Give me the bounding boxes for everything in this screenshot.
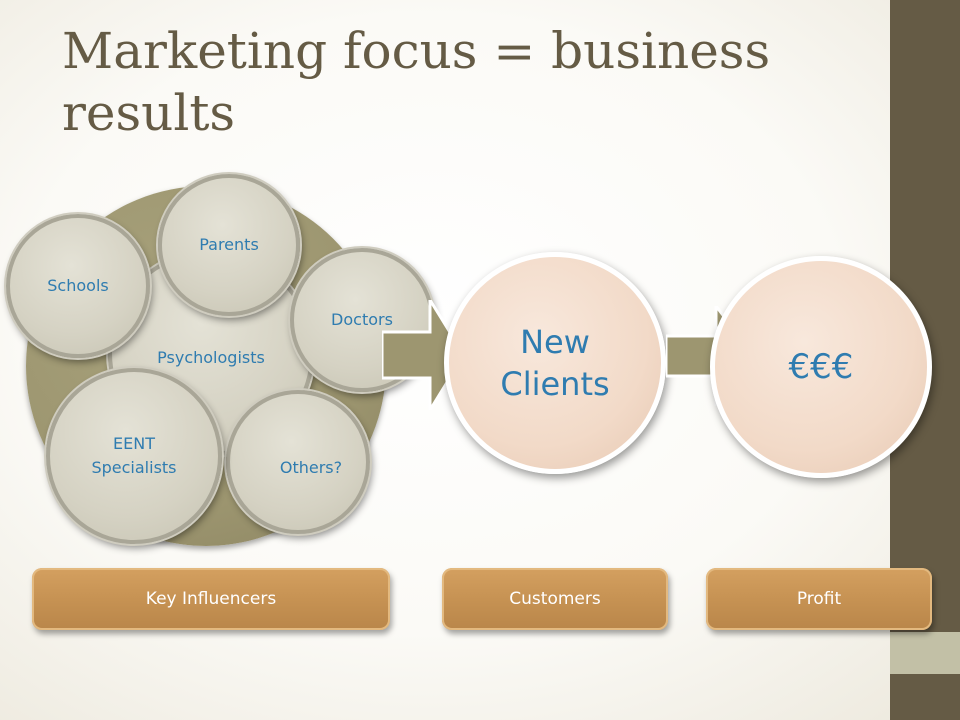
key-influencers-label: Key Influencers <box>32 568 390 630</box>
new-clients-circle: New Clients <box>444 252 666 474</box>
parents-circle: Parents <box>158 174 300 316</box>
profit-circle: €€€ <box>710 256 932 478</box>
customers-text: Customers <box>509 589 601 609</box>
profit-label: Profit <box>706 568 932 630</box>
slide-title: Marketing focus = business results <box>62 22 771 142</box>
profit-text: Profit <box>796 589 842 609</box>
schools-label: Schools <box>47 276 109 295</box>
schools-circle: Schools <box>6 214 150 358</box>
others-label: Others? <box>279 458 343 477</box>
profit-symbol: €€€ <box>788 347 854 387</box>
key-influencers-text: Key Influencers <box>145 589 277 609</box>
parents-label: Parents <box>199 235 259 254</box>
new-clients-label: New Clients <box>500 323 610 403</box>
others-circle: Others? <box>226 390 370 534</box>
psychologists-label: Psychologists <box>157 348 265 367</box>
doctors-label: Doctors <box>331 310 393 329</box>
eent-specialists-circle: EENT Specialists <box>46 368 222 544</box>
customers-label: Customers <box>442 568 668 630</box>
sidebar-accent <box>890 632 960 674</box>
eent-specialists-label: EENT Specialists <box>91 434 177 477</box>
